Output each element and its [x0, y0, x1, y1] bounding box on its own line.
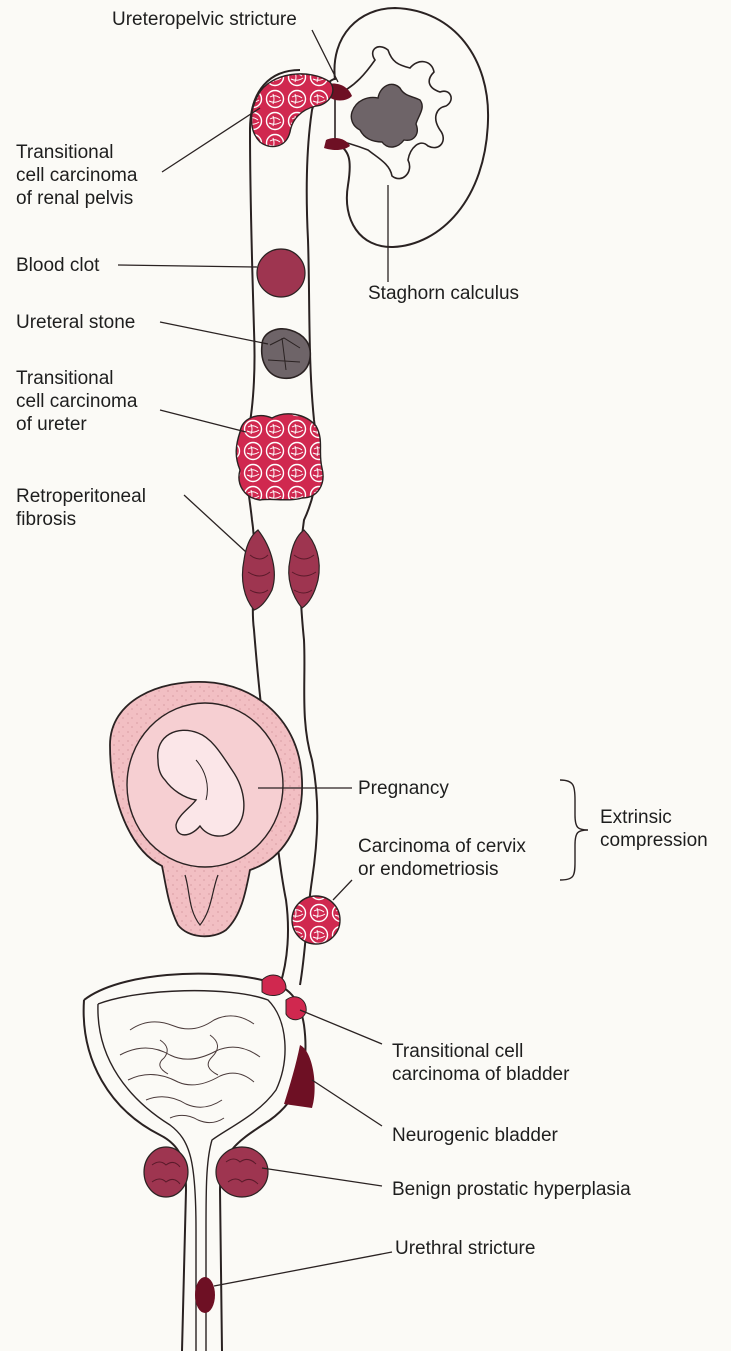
cervix-carcinoma-shape — [292, 896, 340, 944]
bladder-rugae — [120, 1016, 260, 1123]
bph-right-shape — [216, 1147, 268, 1197]
bladder-outer — [84, 974, 306, 1351]
label-tcc-ureter: Transitional cell carcinoma of ureter — [16, 367, 137, 436]
label-urethral-stricture: Urethral stricture — [395, 1237, 535, 1260]
urethral-stricture-shape — [195, 1277, 215, 1313]
bph-left-shape — [144, 1147, 188, 1197]
label-neurogenic-bladder: Neurogenic bladder — [392, 1124, 558, 1147]
retroperitoneal-fibrosis-right — [289, 530, 319, 608]
label-tcc-renal-pelvis: Transitional cell carcinoma of renal pel… — [16, 141, 137, 210]
ureteral-stone-shape — [262, 329, 311, 379]
retroperitoneal-fibrosis-left — [242, 530, 274, 610]
label-extrinsic-compression: Extrinsic compression — [600, 806, 708, 852]
label-tcc-bladder: Transitional cell carcinoma of bladder — [392, 1040, 569, 1086]
label-blood-clot: Blood clot — [16, 254, 99, 277]
blood-clot-shape — [257, 249, 305, 297]
label-retroperitoneal-fibrosis: Retroperitoneal fibrosis — [16, 485, 146, 531]
neurogenic-bladder-shape — [284, 1045, 315, 1108]
label-bph: Benign prostatic hyperplasia — [392, 1178, 631, 1201]
label-carcinoma-cervix: Carcinoma of cervix or endometriosis — [358, 835, 526, 881]
label-staghorn-calculus: Staghorn calculus — [368, 282, 519, 305]
label-pregnancy: Pregnancy — [358, 777, 449, 800]
label-ureteropelvic-stricture: Ureteropelvic stricture — [112, 8, 297, 31]
tcc-bladder-shape — [262, 975, 286, 996]
label-ureteral-stone: Ureteral stone — [16, 311, 135, 334]
extrinsic-brace — [560, 780, 588, 880]
tcc-ureter-shape — [236, 414, 323, 500]
